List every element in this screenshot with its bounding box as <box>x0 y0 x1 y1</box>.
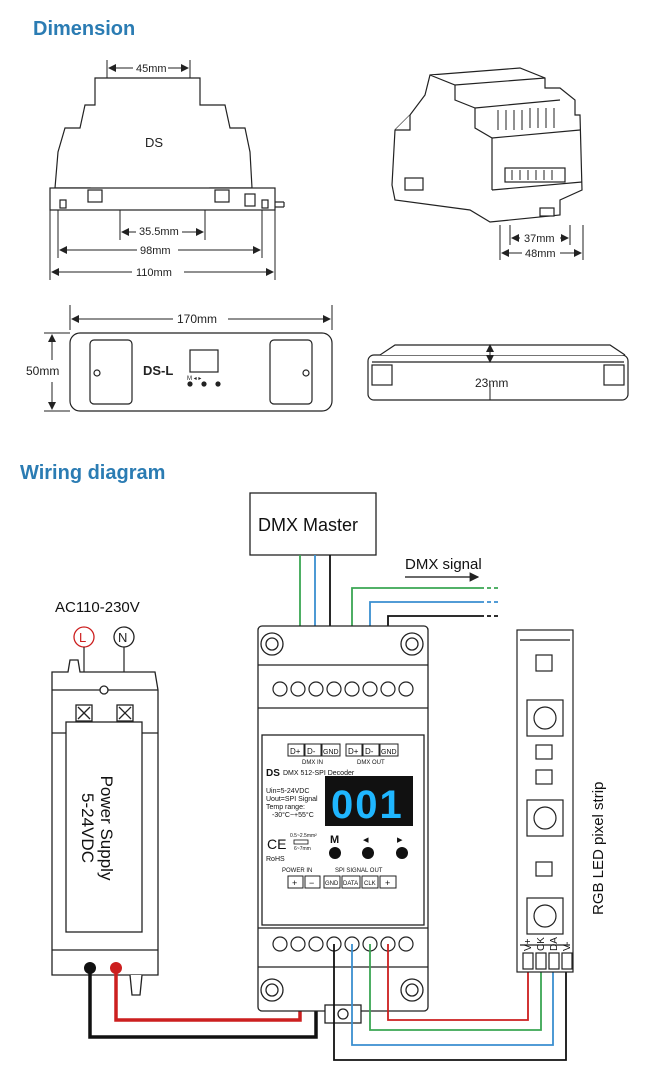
dmx-out-term-3: GND <box>381 749 397 756</box>
spec-line-3: Temp range: <box>266 804 305 811</box>
ds-3d-view <box>391 67 583 223</box>
dim-110-label: 110mm <box>136 267 172 279</box>
brand-label: DS <box>266 768 280 779</box>
dmx-master-label: DMX Master <box>258 515 358 535</box>
ac-input-label: AC110-230V <box>55 599 140 616</box>
left-button[interactable] <box>362 847 374 859</box>
dim-110 <box>49 210 276 280</box>
spi-term-gnd: GND <box>325 881 339 887</box>
dim-23-label: 23mm <box>475 376 508 390</box>
spi-term-data: DATA <box>343 881 358 887</box>
dsl-side-view <box>367 344 629 401</box>
dmx-term-boxes <box>287 743 399 757</box>
spi-out-wires <box>333 944 567 1061</box>
wire-strip-icon <box>293 839 309 845</box>
led-display <box>325 776 413 826</box>
strip-pin-vminus: V- <box>562 942 573 951</box>
spi-term-clk: CLK <box>364 881 376 887</box>
display-readout: 001 <box>331 783 404 827</box>
wire-spec-1: 0.5~2.5mm² <box>290 833 317 839</box>
psu-label-1: Power Supply <box>97 776 116 881</box>
wire-spec-2: 6~7mm <box>294 846 311 852</box>
dmx-out-wire-continuation <box>480 587 500 617</box>
dim-37-label: 37mm <box>524 233 555 245</box>
dmx-out-term-2: D- <box>365 747 374 756</box>
dim-45 <box>106 60 191 78</box>
dsl-top-view <box>69 332 333 412</box>
spi-out-label: SPI SIGNAL OUT <box>335 868 383 874</box>
dmx-in-label: DMX IN <box>302 760 323 766</box>
wiring-diagram-title: Wiring diagram <box>20 462 166 484</box>
button-m-label: M <box>330 834 339 846</box>
dim-50 <box>44 332 70 412</box>
mode-button[interactable] <box>329 847 341 859</box>
power-term-minus: − <box>309 878 314 888</box>
strip-pin-vplus: V+ <box>523 938 534 951</box>
rohs-mark: RoHS <box>266 856 285 863</box>
ds-label: DS <box>145 135 163 150</box>
dim-48 <box>499 225 584 260</box>
bottom-term-boxes <box>287 875 397 889</box>
strip-pin-ck: CK <box>536 937 547 951</box>
strip-label: RGB LED pixel strip <box>590 782 607 915</box>
dmx-in-term-2: D- <box>307 747 316 756</box>
ds-front-view <box>49 77 285 211</box>
dim-50-label: 50mm <box>26 364 59 378</box>
psu-label-2: 5-24VDC <box>78 793 97 863</box>
power-term-plus: + <box>292 878 297 888</box>
button-left-label: ◂ <box>363 834 369 846</box>
dmx-out-label: DMX OUT <box>357 760 385 766</box>
dmx-in-term-3: GND <box>323 749 339 756</box>
dimension-title: Dimension <box>33 18 136 40</box>
dim-35-5 <box>119 210 206 240</box>
live-label: L <box>79 630 86 645</box>
dim-170 <box>69 305 333 330</box>
dim-98 <box>57 210 263 258</box>
dmx-signal-label: DMX signal <box>405 556 482 573</box>
neutral-label: N <box>118 630 127 645</box>
right-button[interactable] <box>396 847 408 859</box>
spec-line-1: Uin=5-24VDC <box>266 788 309 795</box>
dim-45-label: 45mm <box>136 63 167 75</box>
dim-37 <box>509 225 571 245</box>
dsl-button-marks: M ◂ ▸ <box>187 376 201 382</box>
dim-170-label: 170mm <box>177 312 217 326</box>
power-in-label: POWER IN <box>282 868 312 874</box>
spec-line-2: Uout=SPI Signal <box>266 796 318 803</box>
power-supply <box>51 659 159 996</box>
dim-35-5-label: 35.5mm <box>139 226 179 238</box>
dim-48-label: 48mm <box>525 248 556 260</box>
strip-pin-da: DA <box>549 937 560 951</box>
top-terminals <box>272 681 414 697</box>
spi-term-plus: + <box>385 878 390 888</box>
button-right-label: ▸ <box>397 834 403 846</box>
dsl-label: DS-L <box>143 363 173 378</box>
spec-line-4: -30°C~+55°C <box>272 811 314 819</box>
led-strip <box>516 629 574 973</box>
model-label: DMX 512-SPI Decoder <box>283 770 355 777</box>
ce-mark: CE <box>267 836 286 852</box>
ds-3d-vents <box>497 108 555 180</box>
dmx-master-box <box>249 492 377 556</box>
dim-98-label: 98mm <box>140 245 171 257</box>
dmx-in-term-1: D+ <box>290 747 301 756</box>
dmx-out-term-1: D+ <box>348 747 359 756</box>
